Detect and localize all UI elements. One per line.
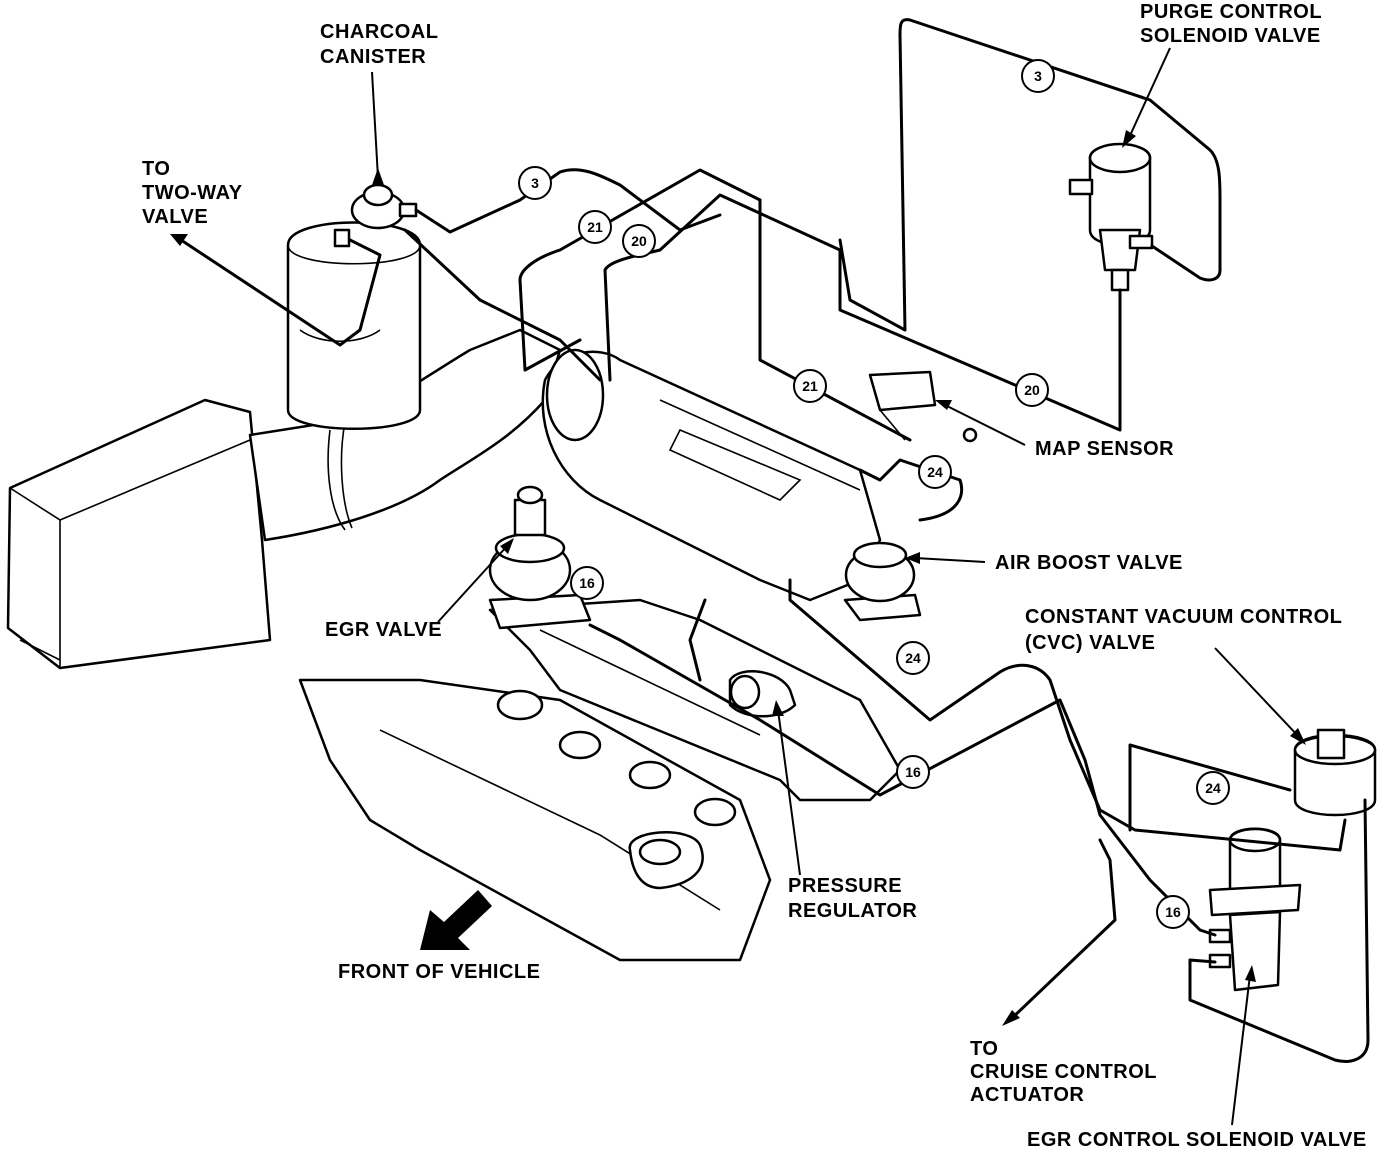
hose-number-16-right: 16 [1156,895,1190,929]
hose-number-label: 21 [587,219,603,235]
hose-number-24-mid: 24 [896,641,930,675]
throttle-body [541,348,882,602]
egr-control-solenoid-valve [1208,827,1302,992]
label-egr-control-solenoid: EGR CONTROL SOLENOID VALVE [1027,1129,1367,1151]
leader-lines [170,47,1306,1126]
label-line: TO [142,158,170,180]
label-line: CANISTER [320,46,426,68]
arrow-down-left-icon [420,890,492,950]
label-line: TO [970,1038,998,1060]
hose-number-24-top: 24 [918,455,952,489]
label-line: SOLENOID VALVE [1140,25,1321,47]
hose-number-3-canister: 3 [518,166,552,200]
egr-valve [488,485,592,630]
map-sensor [868,370,978,443]
label-charcoal-canister: CHARCOAL CANISTER [320,21,438,68]
label-line: PURGE CONTROL [1140,1,1322,23]
label-line: CONSTANT VACUUM CONTROL [1025,606,1342,628]
hose-number-label: 3 [1034,68,1042,84]
hose-number-label: 24 [1205,780,1221,796]
hose-number-21-lower: 21 [793,369,827,403]
hose-number-24-right: 24 [1196,771,1230,805]
pressure-regulator [728,670,797,718]
hose-number-label: 20 [1024,382,1040,398]
label-map-sensor: MAP SENSOR [1035,438,1174,460]
hose-number-label: 24 [905,650,921,666]
label-front-of-vehicle: FRONT OF VEHICLE [338,961,540,983]
hose-number-20-upper: 20 [622,224,656,258]
label-line: (CVC) VALVE [1025,632,1155,654]
hose-number-21-upper: 21 [578,210,612,244]
label-cvc-valve: CONSTANT VACUUM CONTROL (CVC) VALVE [1025,606,1342,654]
hose-number-label: 3 [531,175,539,191]
label-purge-control: PURGE CONTROL SOLENOID VALVE [1140,1,1322,47]
air-cleaner-housing [6,398,272,670]
hose-number-20-lower: 20 [1015,373,1049,407]
charcoal-canister [286,183,422,430]
valve-cover [298,678,772,962]
label-two-way-valve: TO TWO-WAY VALVE [142,158,243,228]
hose-number-label: 21 [802,378,818,394]
hose-number-16-egr: 16 [570,566,604,600]
label-line: PRESSURE [788,875,902,897]
hose-number-label: 16 [905,764,921,780]
label-egr-valve: EGR VALVE [325,619,442,641]
purge-control-solenoid-valve [1068,142,1154,292]
cvc-valve [1293,728,1377,817]
hose-number-label: 16 [579,575,595,591]
label-line: ACTUATOR [970,1084,1084,1106]
label-line: CRUISE CONTROL [970,1061,1157,1083]
label-line: CHARCOAL [320,21,438,43]
hose-number-label: 24 [927,464,943,480]
label-line: TWO-WAY [142,182,243,204]
air-boost-valve [843,541,922,622]
hose-number-3-top: 3 [1021,59,1055,93]
label-line: REGULATOR [788,900,917,922]
intake-manifold [488,598,902,802]
label-cruise-control: TO CRUISE CONTROL ACTUATOR [970,1038,1157,1106]
hose-number-16-lower: 16 [896,755,930,789]
label-pressure-regulator: PRESSURE REGULATOR [788,875,917,922]
hose-number-label: 16 [1165,904,1181,920]
hose-number-label: 20 [631,233,647,249]
label-line: VALVE [142,206,208,228]
label-air-boost-valve: AIR BOOST VALVE [995,552,1183,574]
